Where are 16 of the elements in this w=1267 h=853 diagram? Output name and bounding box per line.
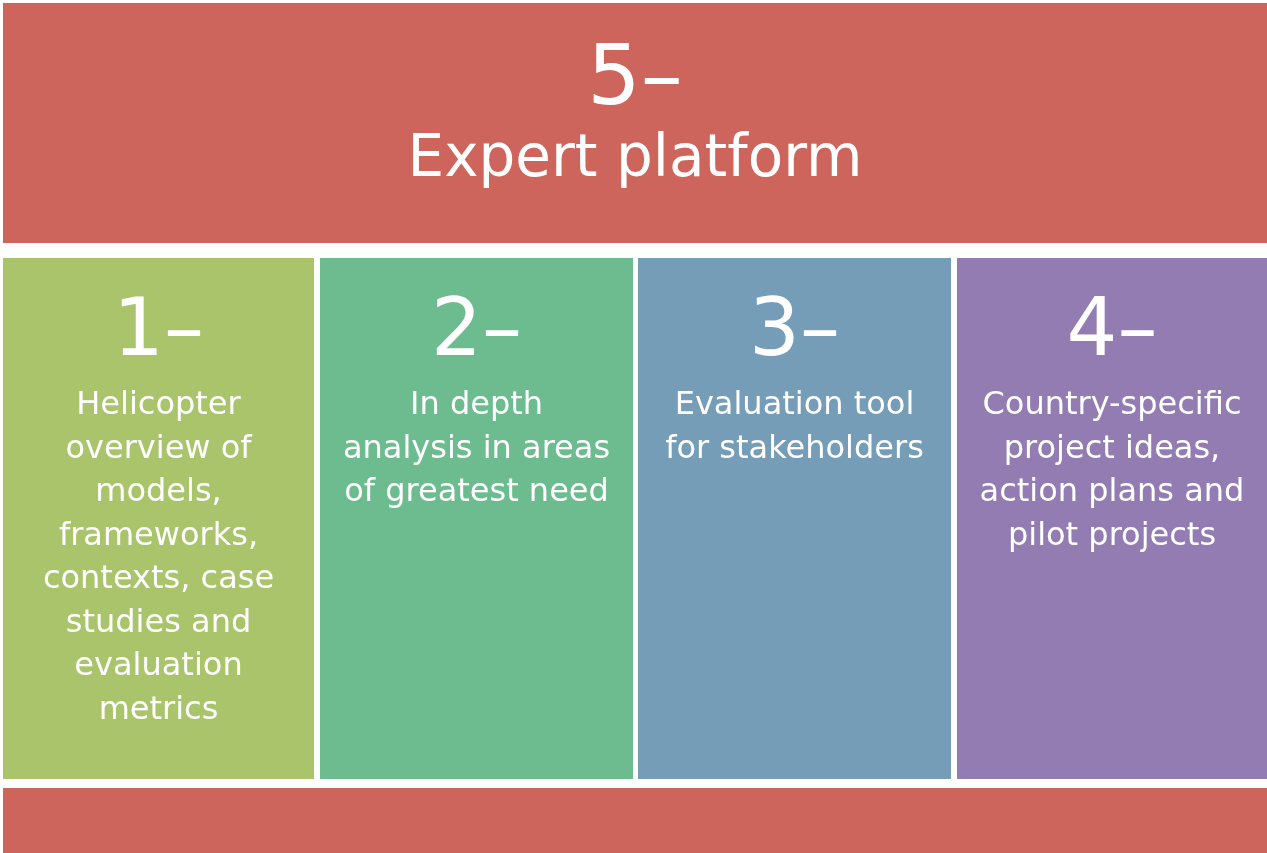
- step-number: 1–: [113, 288, 204, 368]
- column-box: [320, 258, 633, 779]
- header-band: [3, 3, 1267, 243]
- column-box: [3, 258, 314, 779]
- description: Evaluation tool for stakeholders: [664, 383, 925, 468]
- description: Country-specific project ideas, action plans and pilot projects: [979, 383, 1245, 555]
- column-box: [957, 258, 1267, 779]
- heading: Expert platform: [407, 125, 863, 189]
- step-number: 4–: [1066, 288, 1158, 368]
- footer-bar: [3, 788, 1267, 853]
- column-box: [638, 258, 951, 779]
- description: Helicopter overview of models, frameworks, contexts, case studies and evaluation metrics: [41, 383, 276, 729]
- step-number: 5–: [587, 33, 683, 117]
- step-number: 2–: [431, 288, 522, 368]
- description: In depth analysis in areas of greatest need: [342, 383, 611, 512]
- step-number: 3–: [749, 288, 840, 368]
